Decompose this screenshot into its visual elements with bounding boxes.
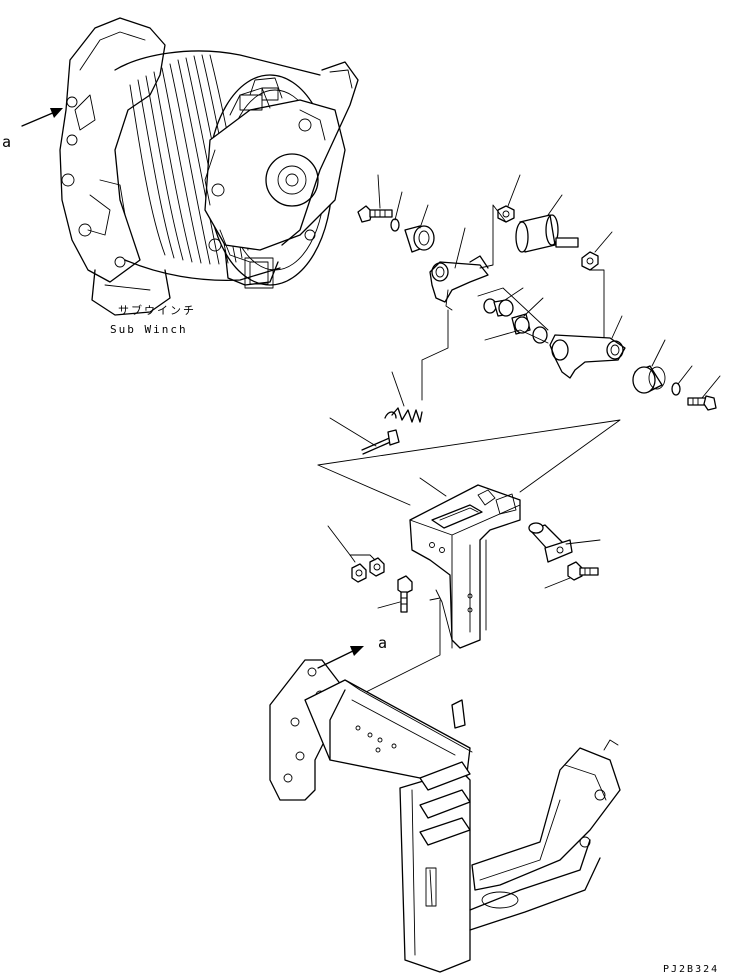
view-ref-bottom: a <box>317 634 387 669</box>
collars <box>477 287 549 344</box>
pedal-bracket <box>409 477 521 649</box>
shaft <box>515 194 579 253</box>
lever-lower <box>484 315 626 379</box>
view-ref-top: a <box>2 108 63 151</box>
linkage-parts <box>317 174 721 506</box>
arrow-right-icon <box>350 646 364 656</box>
view-ref-bottom-label: a <box>378 634 387 652</box>
nut-top <box>497 174 521 223</box>
frame <box>269 599 621 973</box>
bolt-upper-left <box>357 174 393 223</box>
rod-pin <box>329 417 400 455</box>
nut-right <box>581 231 613 271</box>
bolt-lower-left <box>377 575 413 613</box>
view-ref-top-label: a <box>2 133 11 151</box>
washer-right <box>671 382 681 396</box>
nuts-pair <box>327 525 385 583</box>
bushing-upper-left <box>404 204 435 253</box>
arrow-right-icon <box>50 108 63 118</box>
washer-upper-left <box>390 218 400 232</box>
bolt-lower-right <box>544 561 599 589</box>
sub-winch-label-jp: サブウインチ <box>118 303 196 317</box>
spring <box>384 309 449 423</box>
sub-winch-assembly <box>59 17 359 316</box>
bushing-right <box>632 339 666 394</box>
sub-winch-label-en: Sub Winch <box>110 323 188 336</box>
lever-upper <box>429 227 489 311</box>
pin-right <box>528 522 601 563</box>
bolt-right <box>687 375 721 411</box>
drawing-code: PJ2B324 <box>663 964 719 975</box>
